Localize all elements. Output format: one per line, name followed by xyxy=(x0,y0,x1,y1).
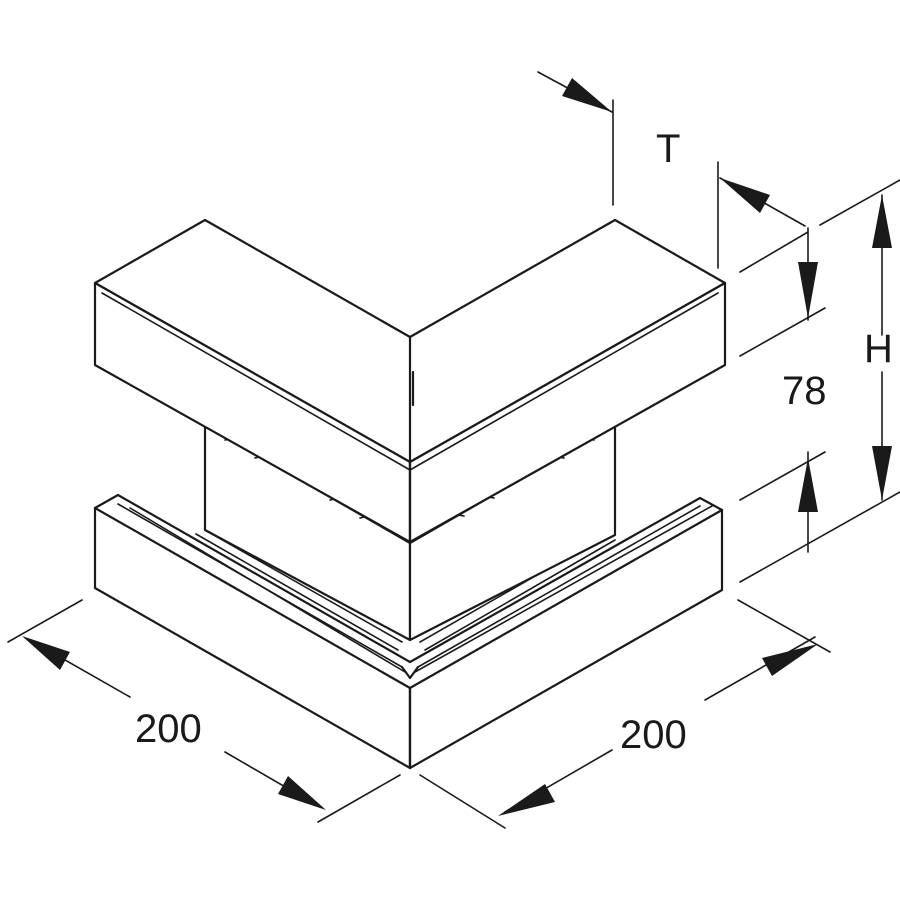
dim-depth: T xyxy=(537,71,806,269)
ext-line-right-outer xyxy=(737,599,831,653)
base-groove-right-1 xyxy=(417,505,701,668)
ext-line-78-upper xyxy=(739,307,826,357)
arrowhead-h-up xyxy=(872,195,892,248)
base-top-edge-left xyxy=(93,493,412,664)
dim-width-right: 200 xyxy=(419,599,831,829)
ext-line-h-top xyxy=(819,179,900,226)
arrowhead-depth-1 xyxy=(562,78,612,112)
top-cover xyxy=(93,218,727,544)
ext-line-right-inner xyxy=(419,774,506,829)
dim-height-inner: 78 xyxy=(739,227,900,583)
label-width-right: 200 xyxy=(620,713,687,757)
ext-line-left-inner xyxy=(317,774,401,823)
ext-line-78-top xyxy=(739,231,809,273)
arrowhead-right-2 xyxy=(762,644,818,676)
dim-line-right-b xyxy=(704,636,816,701)
cover-chamfer-left xyxy=(101,292,411,471)
arrowhead-78-down xyxy=(798,262,818,318)
arrowhead-depth-2 xyxy=(720,178,770,213)
base-groove-right-3 xyxy=(424,539,616,651)
dim-height-total: H xyxy=(819,179,900,501)
base-groove-right-2 xyxy=(414,505,713,673)
ext-line-left-outer xyxy=(7,599,83,643)
dim-width-left: 200 xyxy=(7,599,401,823)
arrowhead-78-up xyxy=(798,458,818,512)
base-corner-notch xyxy=(400,665,420,680)
base-top-edge-right xyxy=(408,496,724,664)
arrowhead-left-2 xyxy=(278,776,326,810)
label-height-inner: 78 xyxy=(782,369,827,413)
arrowhead-left-1 xyxy=(22,636,70,670)
label-height-total: H xyxy=(864,327,893,371)
base-groove-left-3 xyxy=(195,533,399,651)
arrowhead-h-down xyxy=(872,446,892,500)
base-groove-left-2 xyxy=(129,507,406,673)
label-depth: T xyxy=(656,127,680,171)
arrowhead-right-1 xyxy=(498,784,555,816)
ext-line-78-bottom xyxy=(739,491,900,583)
label-width-left: 200 xyxy=(135,707,202,751)
ext-line-78-lower xyxy=(739,451,826,501)
cover-chamfer-right xyxy=(409,292,719,471)
